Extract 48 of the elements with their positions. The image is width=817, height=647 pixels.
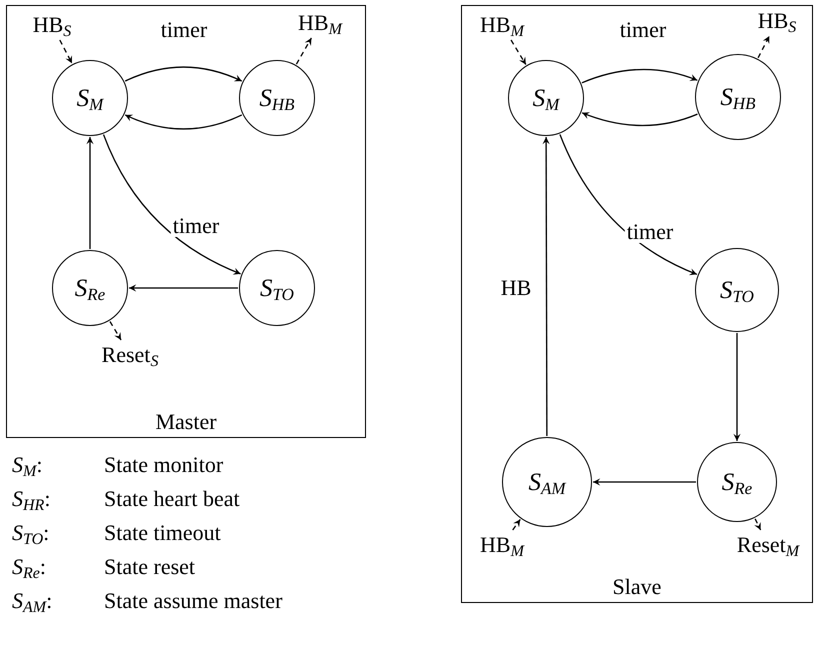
transition-arrow	[582, 68, 698, 84]
state-name: S$_{Re}$	[722, 470, 752, 494]
state-description: State reset	[104, 553, 196, 581]
group-title: Master	[154, 411, 218, 433]
state-name: S$_{M}$	[76, 86, 104, 110]
state-description: State heart beat	[104, 485, 241, 513]
state-name: S$_{M}$	[532, 86, 560, 110]
dashed-arrow	[758, 36, 770, 58]
state-description: State assume master	[104, 587, 282, 615]
state-symbol: S$_{TO}$:	[12, 519, 50, 548]
group-title: Slave	[612, 576, 662, 598]
dashed-arrow	[754, 518, 762, 530]
transition-arrow	[102, 134, 241, 274]
state-description: State timeout	[104, 519, 222, 547]
signal-text: HB$_{S}$	[22, 10, 82, 40]
signal-text: HB$_{M}$	[468, 10, 536, 40]
state-name: S$_{HB}$	[720, 84, 756, 110]
signal-text: HB$_{M}$	[286, 8, 354, 38]
transition-arrow	[86, 137, 94, 249]
dashed-arrow	[510, 40, 526, 65]
dashed-arrow	[109, 321, 122, 340]
edge-label: timer	[624, 221, 676, 243]
state-name: S$_{AM}$	[528, 470, 566, 494]
signal-text: Reset$_{S}$	[86, 340, 174, 370]
state-symbol: S$_{HR}$:	[12, 485, 52, 514]
signal-text: HB$_{M}$	[468, 530, 536, 560]
transition-arrow	[733, 333, 741, 441]
state-name: S$_{TO}$	[720, 278, 754, 302]
state-name: S$_{TO}$	[260, 276, 294, 300]
transition-arrow	[542, 137, 550, 436]
state-name: S$_{Re}$	[74, 276, 106, 300]
signal-text: Reset$_{M}$	[725, 530, 811, 560]
state-symbol: S$_{Re}$:	[12, 553, 47, 582]
state-symbol: S$_{M}$:	[12, 451, 44, 480]
transition-arrow	[124, 66, 242, 82]
transition-arrow	[129, 284, 238, 292]
dashed-arrow	[296, 38, 312, 64]
edge-label: timer	[170, 215, 222, 237]
state-description: State monitor	[104, 451, 224, 479]
transition-arrow	[593, 478, 696, 486]
signal-text: HB$_{S}$	[744, 6, 810, 36]
transition-arrow	[124, 114, 242, 130]
state-symbol: S$_{AM}$:	[12, 587, 54, 616]
transition-arrow	[559, 134, 698, 276]
transition-arrow	[582, 112, 698, 126]
dashed-arrow	[59, 40, 73, 64]
state-name: S$_{HB}$	[259, 86, 295, 110]
dashed-arrow	[512, 519, 521, 530]
